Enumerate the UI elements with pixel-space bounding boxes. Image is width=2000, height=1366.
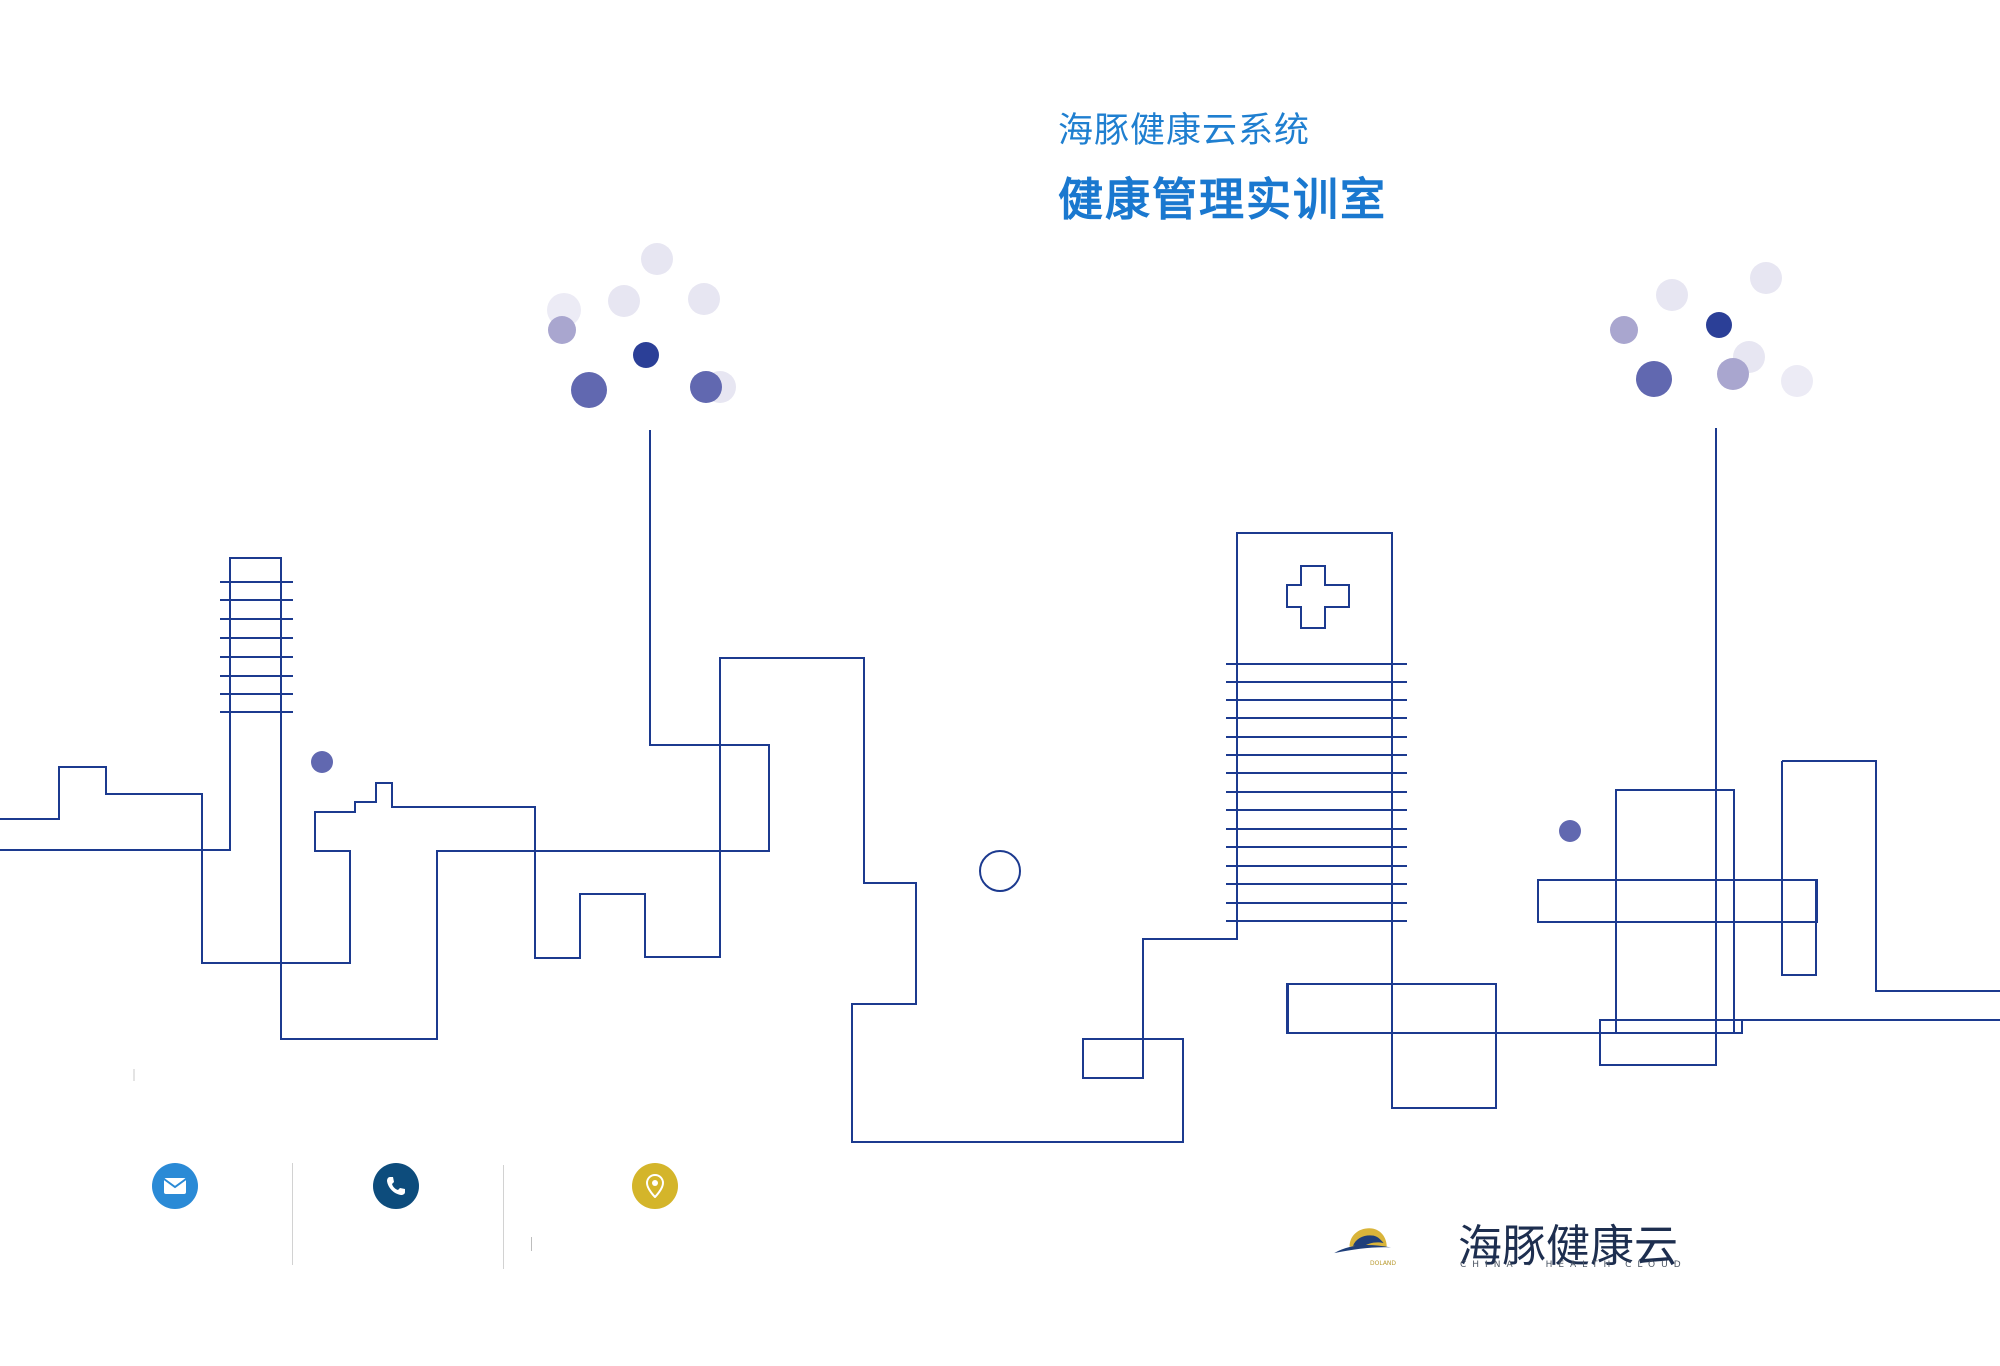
hospital-cross: [1286, 565, 1350, 629]
stray-mark: [531, 1237, 532, 1251]
brand-logo-icon: [1334, 1228, 1392, 1254]
brand-mini-text: DOLAND: [1370, 1260, 1397, 1267]
contact-divider: [503, 1165, 504, 1269]
skyline-outline-left: [0, 557, 770, 1040]
antenna-left: [649, 428, 1743, 1143]
skyline-outline-right: [1287, 983, 1496, 1033]
location-pin-icon: [632, 1163, 678, 1209]
brand-name: 海豚健康云: [1458, 1221, 1678, 1272]
title-block: 海豚健康云系统 健康管理实训室: [1058, 102, 1387, 228]
page-subtitle: 海豚健康云系统: [1058, 111, 1311, 151]
hollow-circle: [979, 850, 1021, 892]
page-title: 健康管理实训室: [1058, 173, 1388, 226]
mail-icon: [152, 1163, 198, 1209]
phone-icon: [373, 1163, 419, 1209]
brand-tagline: CHINA - HEALTH CLOUD: [1460, 1260, 1687, 1270]
contact-divider: [292, 1163, 293, 1265]
